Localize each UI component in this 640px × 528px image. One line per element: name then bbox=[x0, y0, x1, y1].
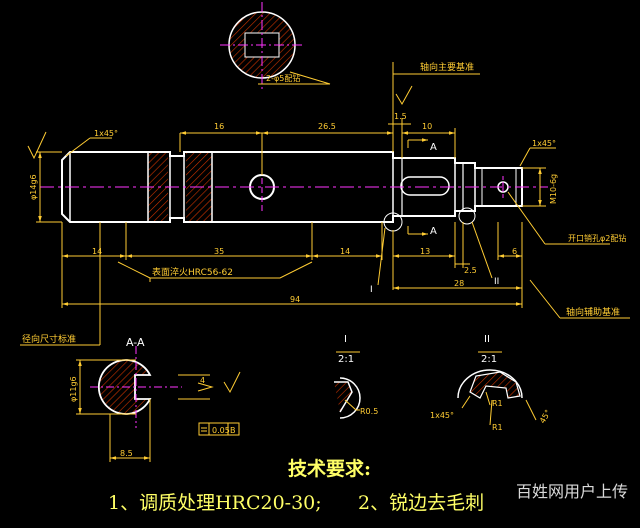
detail-2-view bbox=[457, 351, 537, 426]
section-a-bottom: A bbox=[430, 226, 437, 237]
callout-2: II bbox=[494, 277, 499, 287]
section-a-top: A bbox=[430, 142, 437, 153]
angle-45: 45° bbox=[538, 408, 553, 425]
watermark: 百姓网用户上传 bbox=[515, 482, 628, 501]
dia-main: φ14g6 bbox=[29, 174, 38, 200]
radial-datum: 径向尺寸标准 bbox=[22, 333, 76, 345]
r0-5: R0.5 bbox=[360, 407, 378, 416]
section-aa-label: A-A bbox=[126, 336, 145, 349]
dim-2-5: 2.5 bbox=[464, 266, 477, 275]
detail-1-scale: 2:1 bbox=[338, 354, 354, 365]
hole-note: 2-φ5配钻 bbox=[266, 73, 300, 83]
detail-1-id: I bbox=[344, 334, 347, 345]
dim-14a: 14 bbox=[92, 247, 102, 256]
dim-35: 35 bbox=[214, 247, 224, 256]
chamfer-right: 1x45° bbox=[532, 139, 556, 148]
key-width: 4 bbox=[200, 376, 205, 385]
dim-16: 16 bbox=[214, 122, 224, 131]
section-aa-view bbox=[76, 346, 241, 462]
shaft-main-view bbox=[40, 151, 548, 232]
dimension-lines bbox=[20, 62, 630, 346]
dim-26-5: 26.5 bbox=[318, 122, 336, 131]
axial-main-datum: 轴向主要基准 bbox=[420, 61, 474, 73]
requirement-item-2: 2、锐边去毛刺 bbox=[358, 492, 485, 514]
flatness-value: 0.05 bbox=[212, 426, 230, 435]
key-depth: 8.5 bbox=[120, 449, 133, 458]
dim-94: 94 bbox=[290, 295, 300, 304]
axial-aux-datum: 轴向辅助基准 bbox=[566, 306, 620, 318]
dim-6: 6 bbox=[512, 247, 517, 256]
chamfer-detail: 1x45° bbox=[430, 411, 454, 420]
r1-b: R1 bbox=[492, 423, 503, 432]
hole-section-view: 2-φ5配钻 bbox=[220, 2, 331, 90]
dim-10: 10 bbox=[422, 122, 432, 131]
dim-13: 13 bbox=[420, 247, 430, 256]
thread-dim: M10-6g bbox=[549, 174, 558, 204]
r1-a: R1 bbox=[492, 399, 503, 408]
detail-2-scale: 2:1 bbox=[481, 354, 497, 365]
hardening-note: 表面淬火HRC56-62 bbox=[152, 266, 233, 278]
detail-2-id: II bbox=[484, 334, 490, 345]
requirements-title: 技术要求: bbox=[288, 458, 372, 480]
dim-1-5: 1.5 bbox=[394, 112, 407, 121]
datum-b: B bbox=[230, 426, 236, 435]
requirement-item-1: 1、调质处理HRC20-30; bbox=[108, 492, 322, 514]
dim-28: 28 bbox=[454, 279, 464, 288]
callout-1: I bbox=[370, 285, 373, 295]
dim-14b: 14 bbox=[340, 247, 350, 256]
chamfer-left: 1x45° bbox=[94, 129, 118, 138]
dia-section: φ11g6 bbox=[69, 376, 78, 402]
detail-1-view bbox=[334, 351, 361, 419]
pin-note: 开口销孔φ2配钻 bbox=[568, 233, 626, 243]
